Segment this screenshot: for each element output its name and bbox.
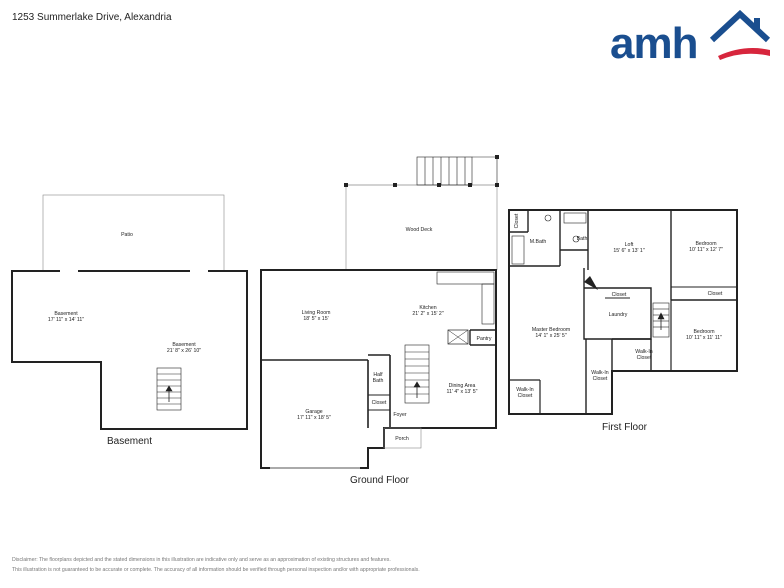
kitchen-counter xyxy=(436,271,495,285)
amh-logo: amh xyxy=(610,10,771,66)
basement-stairs xyxy=(156,367,182,411)
disclaimer-line-1: Disclaimer: The floorplans depicted and … xyxy=(12,557,391,563)
first-floor-plan xyxy=(508,209,738,415)
wood-deck-label: Wood Deck xyxy=(406,227,433,233)
walkin-closet-3-label-b: Closet xyxy=(518,393,533,399)
walkin-closet-2-label-b: Closet xyxy=(593,376,608,382)
garage-dims: 17' 11" x 18' 5" xyxy=(297,415,331,421)
ground-floor-plan xyxy=(260,155,499,469)
bedroom-1-dims: 10' 11" x 12' 7" xyxy=(689,247,723,253)
basement-walls xyxy=(11,270,248,430)
pantry-label: Pantry xyxy=(477,336,492,342)
kitchen-label: Kitchen xyxy=(419,305,436,311)
basement-right-label: Basement xyxy=(172,342,196,348)
ground-stairs xyxy=(404,344,430,404)
first-floor-label: First Floor xyxy=(602,422,647,433)
basement-left-label: Basement xyxy=(54,311,78,317)
porch-label: Porch xyxy=(395,436,409,442)
basement-left-dims: 17' 11" x 14' 11" xyxy=(48,317,84,323)
bedroom-closet-label: Closet xyxy=(708,291,723,297)
ground-floor-label: Ground Floor xyxy=(350,475,409,486)
deck-stairs xyxy=(416,156,498,186)
ground-exterior-walls xyxy=(260,269,497,469)
bedroom-1-label: Bedroom xyxy=(695,241,716,247)
dining-area-label: Dining Area xyxy=(449,383,476,389)
patio-label: Patio xyxy=(121,232,133,238)
loft-closet-label: Closet xyxy=(612,292,627,298)
bedroom-2-label: Bedroom xyxy=(693,329,714,335)
garage-label: Garage xyxy=(305,409,322,415)
foyer-label: Foyer xyxy=(393,412,407,418)
walkin-closet-2-label-a: Walk-In xyxy=(591,370,609,376)
bedroom-2-dims: 10' 11" x 11' 11" xyxy=(686,335,722,341)
m-bath-label: M.Bath xyxy=(530,239,547,245)
disclaimer-line-2: This illustration is not guaranteed to b… xyxy=(12,567,420,573)
master-bedroom-label: Master Bedroom xyxy=(532,327,570,333)
property-address: 1253 Summerlake Drive, Alexandria xyxy=(12,12,172,23)
basement-plan xyxy=(11,194,248,430)
swoosh-icon xyxy=(718,48,770,60)
half-bath-label-2: Bath xyxy=(373,378,384,384)
bath-label: Bath xyxy=(577,236,588,242)
porch-area xyxy=(383,427,422,449)
closet-top-label: Closet xyxy=(514,213,520,228)
first-floor-stairs xyxy=(652,302,670,338)
house-roof-icon xyxy=(709,10,771,43)
walkin-closet-1-label-b: Closet xyxy=(637,355,652,361)
patio-area xyxy=(42,194,225,272)
kitchen-dims: 21' 2" x 15' 2" xyxy=(412,311,443,317)
walkin-closet-3-label-a: Walk-In xyxy=(516,387,534,393)
loft-dims: 15' 6" x 13' 1" xyxy=(613,248,644,254)
walkin-closet-1-label-a: Walk-In xyxy=(635,349,653,355)
master-bedroom-dims: 14' 1" x 25' 5" xyxy=(535,333,566,339)
dining-area-dims: 11' 4" x 13' 5" xyxy=(447,389,478,395)
living-room-dims: 18' 5" x 15' xyxy=(303,316,328,322)
living-room-label: Living Room xyxy=(302,310,331,316)
logo-text: amh xyxy=(610,19,697,66)
half-bath-label-1: Half xyxy=(373,372,383,378)
basement-right-dims: 21' 8" x 26' 10" xyxy=(167,348,201,354)
loft-label: Loft xyxy=(625,242,634,248)
laundry-label: Laundry xyxy=(609,312,628,318)
ground-closet-label: Closet xyxy=(372,400,387,406)
basement-floor-label: Basement xyxy=(107,436,153,447)
